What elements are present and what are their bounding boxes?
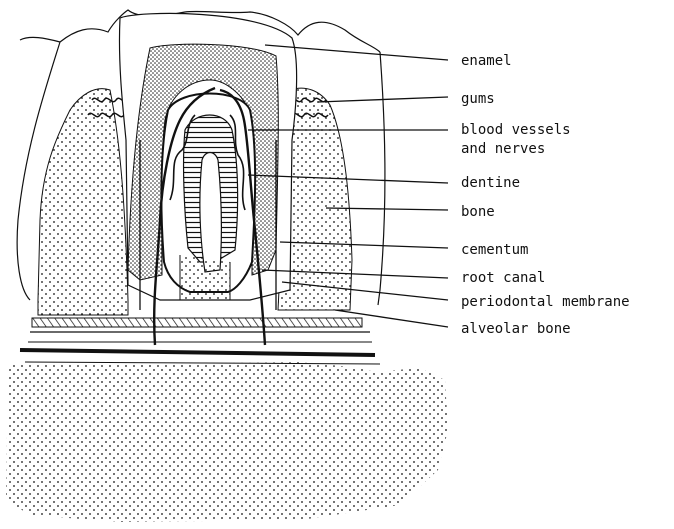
label-alveolar-bone: alveolar bone — [461, 319, 571, 339]
label-bone: bone — [461, 202, 495, 222]
left-bone-region — [38, 89, 128, 315]
label-enamel: enamel — [461, 51, 512, 71]
label-root-canal: root canal — [461, 268, 545, 288]
label-and-nerves: and nerves — [461, 139, 545, 159]
jaw-bone — [6, 362, 448, 522]
label-blood-vessels: blood vessels — [461, 120, 571, 140]
bottom-layers — [20, 318, 380, 364]
label-cementum: cementum — [461, 240, 528, 260]
label-gums: gums — [461, 89, 495, 109]
label-dentine: dentine — [461, 173, 520, 193]
label-periodontal-membrane: periodontal membrane — [461, 292, 630, 312]
pulp-chamber — [161, 94, 255, 301]
